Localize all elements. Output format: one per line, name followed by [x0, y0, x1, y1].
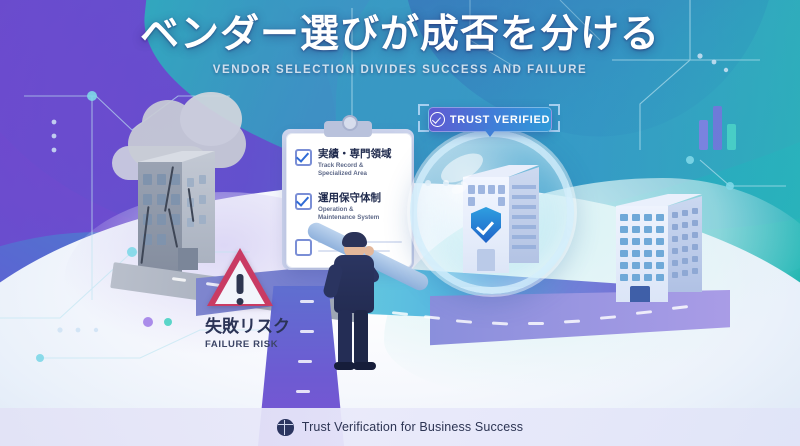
clipboard-clamp — [324, 115, 372, 137]
checklist-item-label-en: Operation & Maintenance System — [318, 206, 380, 221]
badge-label: TRUST VERIFIED — [449, 113, 551, 126]
bracket-top-left — [418, 104, 429, 115]
businessman-thinking-icon — [322, 228, 384, 376]
checklist-clipboard: 実績・専門領域 Track Record & Specialized Area … — [286, 133, 412, 268]
modern-office-building-icon — [612, 190, 716, 308]
checkbox-empty-icon[interactable] — [295, 239, 312, 256]
checklist-item-label-jp: 運用保守体制 — [318, 192, 381, 204]
checkbox-checked-icon[interactable] — [295, 193, 312, 210]
badge-pointer — [484, 129, 496, 137]
bracket-top-right — [549, 104, 560, 115]
footer-text: Trust Verification for Business Success — [301, 420, 524, 434]
list-item[interactable]: 運用保守体制 Operation & Maintenance System — [295, 192, 407, 222]
bracket-bottom-left — [418, 121, 429, 132]
checklist-item-label-en: Track Record & Specialized Area — [318, 162, 367, 177]
page-subtitle: VENDOR SELECTION DIVIDES SUCCESS AND FAI… — [212, 63, 588, 76]
footer-bar: Trust Verification for Business Success — [0, 408, 800, 446]
failure-risk-warning: 失敗リスク FAILURE RISK — [205, 248, 290, 350]
globe-shield-icon — [276, 418, 294, 436]
bar-chart-decoration — [699, 104, 736, 150]
warning-label-jp: 失敗リスク — [205, 317, 290, 337]
checklist-item-label-jp: 実績・専門領域 — [318, 148, 392, 160]
list-item[interactable]: 実績・専門領域 Track Record & Specialized Area — [295, 148, 407, 178]
cracked-building-icon — [124, 148, 220, 276]
trust-verified-badge[interactable]: TRUST VERIFIED — [418, 104, 560, 137]
page-title: ベンダー選びが成否を分ける — [139, 12, 660, 57]
warning-triangle-icon — [207, 248, 273, 306]
warning-label-en: FAILURE RISK — [205, 339, 279, 350]
magnifying-glass-icon — [304, 130, 574, 294]
checkbox-checked-icon[interactable] — [295, 149, 312, 166]
header: ベンダー選びが成否を分ける VENDOR SELECTION DIVIDES S… — [0, 12, 800, 76]
bracket-bottom-right — [549, 121, 560, 132]
magnifier-lens — [410, 130, 574, 294]
storm-cloud-icon — [128, 92, 246, 168]
check-circle-icon — [429, 112, 445, 127]
verified-building-icon — [463, 163, 541, 275]
